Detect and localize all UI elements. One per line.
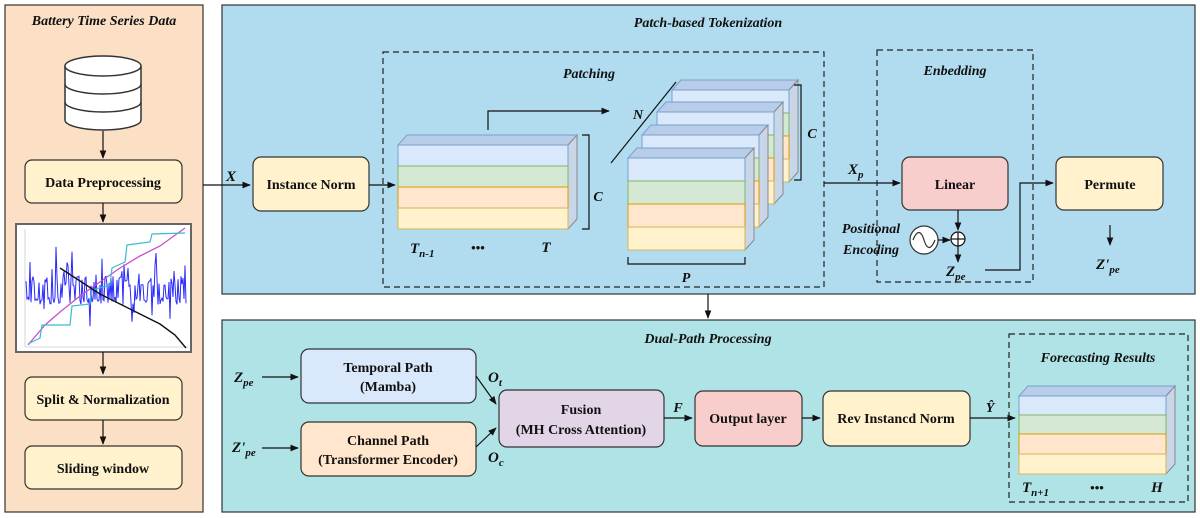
t-start-label: Tn-1 (410, 241, 434, 260)
split-normalization-label: Split & Normalization (37, 393, 170, 408)
permute-label: Permute (1084, 178, 1135, 193)
instance-norm-box (252, 156, 370, 212)
zpe-embedding-label: Zpe (945, 264, 966, 283)
forecasting-title: Forecasting Results (1040, 351, 1156, 366)
patch-c-label: C (807, 127, 817, 142)
left-panel-title: Battery Time Series Data (31, 14, 177, 29)
fusion-label-1: Fusion (561, 403, 602, 418)
forecast-t-label: Tn+1 (1022, 480, 1049, 499)
add-icon (950, 231, 966, 247)
y-hat-label: Ŷ (986, 399, 996, 416)
forecast-dots: ••• (1090, 480, 1104, 495)
temporal-input-label: Zpe (233, 370, 254, 389)
data-preprocessing-label: Data Preprocessing (45, 176, 161, 191)
oc-label: Oc (488, 450, 504, 469)
n-label: N (632, 108, 644, 123)
xp-label: Xp (847, 162, 864, 181)
forecasting-group (1008, 333, 1189, 503)
rev-norm-label: Rev Instancd Norm (837, 412, 955, 427)
instance-norm-label: Instance Norm (266, 178, 355, 193)
f-label: F (672, 401, 683, 416)
fusion-label-2: (MH Cross Attention) (516, 423, 647, 438)
channel-input-label: Z'pe (231, 440, 256, 459)
p-label: P (682, 271, 691, 286)
linear-box (901, 156, 1009, 211)
output-layer-label: Output layer (709, 412, 786, 427)
sliding-window-label: Sliding window (57, 462, 150, 477)
input-x-label: X (225, 169, 237, 185)
dual-path-title: Dual-Path Processing (643, 332, 771, 347)
embedding-title: Enbedding (922, 64, 986, 79)
sine-wave-icon (909, 225, 939, 255)
tokenization-title: Patch-based Tokenization (634, 16, 783, 31)
t-dots: ••• (471, 240, 485, 255)
temporal-path-label-1: Temporal Path (343, 361, 433, 376)
ot-label: Ot (488, 370, 503, 389)
positional-label-1: Positional (842, 222, 900, 237)
forecast-h-label: H (1150, 480, 1164, 496)
input-tensor-c-label: C (593, 190, 603, 205)
patching-group (382, 51, 825, 288)
battery-timeseries-plot (15, 223, 192, 353)
channel-path-label-2: (Transformer Encoder) (318, 453, 458, 468)
zpe-prime-label: Z'pe (1095, 257, 1120, 276)
input-tensor (396, 133, 579, 231)
t-end-label: T (541, 240, 551, 256)
patching-title: Patching (563, 67, 615, 82)
positional-label-2: Encoding (842, 243, 899, 258)
linear-label: Linear (935, 178, 975, 193)
permute-box (1055, 156, 1164, 211)
channel-path-box (300, 421, 477, 477)
database-icon (64, 55, 142, 131)
forecast-tensor (1017, 384, 1177, 476)
channel-path-label-1: Channel Path (347, 434, 429, 449)
embedding-group (876, 49, 1034, 283)
fusion-box (498, 389, 665, 448)
temporal-path-label-2: (Mamba) (360, 380, 416, 395)
sliding-window-box (24, 445, 183, 490)
patch-stack (626, 78, 800, 252)
